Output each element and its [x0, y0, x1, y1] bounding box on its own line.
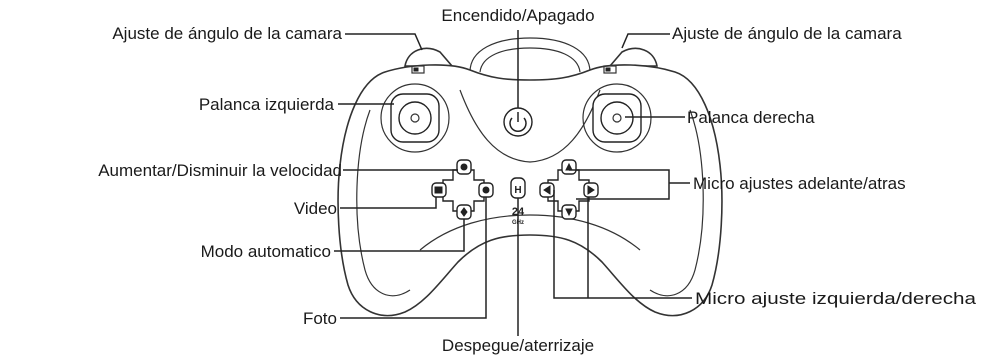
left-camera-icon: [411, 65, 425, 74]
leader-lines: [334, 30, 692, 336]
left-shoulder-button: [404, 47, 454, 67]
label-power: Encendido/Apagado: [441, 6, 594, 25]
photo-leader: [340, 197, 487, 319]
label-takeoff-landing: Despegue/aterrizaje: [442, 336, 594, 355]
label-speed: Aumentar/Disminuir la velocidad: [98, 161, 342, 180]
right-stick: [582, 83, 652, 153]
left-grip-contour: [356, 109, 411, 297]
camera-right-leader: [621, 33, 670, 49]
controller-body: [337, 37, 723, 317]
trim-left-right-leader-a: [553, 190, 692, 299]
left-dpad: [431, 159, 494, 220]
right-grip-contour: [649, 109, 704, 297]
label-camera-angle-right: Ajuste de ángulo de la camara: [672, 24, 902, 43]
right-dpad: [539, 159, 599, 220]
h-button-label: H: [514, 185, 521, 196]
right-shoulder-button: [608, 47, 658, 67]
label-photo: Foto: [303, 309, 337, 328]
center-contour: [419, 214, 641, 251]
top-handle-inner: [479, 47, 581, 73]
label-auto-mode: Modo automatico: [201, 242, 331, 261]
label-camera-angle-left: Ajuste de ángulo de la camara: [112, 24, 342, 43]
label-trim-left-right: Micro ajuste izquierda/derecha: [695, 289, 977, 308]
label-video: Video: [294, 199, 337, 218]
label-left-stick: Palanca izquierda: [199, 95, 335, 114]
video-leader: [340, 197, 437, 209]
trim-fwd-back-bracket: [569, 169, 670, 200]
left-stick: [380, 83, 450, 153]
label-trim-fwd-back: Micro ajustes adelante/atras: [693, 174, 906, 193]
label-right-stick: Palanca derecha: [687, 108, 815, 127]
right-camera-icon: [603, 65, 617, 74]
top-handle: [469, 37, 591, 73]
labels: Encendido/Apagado Ajuste de ángulo de la…: [98, 6, 976, 355]
auto-mode-leader: [334, 219, 465, 252]
center-notch: [459, 89, 601, 163]
takeoff-landing-button: H: [510, 177, 526, 199]
camera-left-leader: [345, 33, 423, 51]
power-button: [503, 107, 533, 137]
